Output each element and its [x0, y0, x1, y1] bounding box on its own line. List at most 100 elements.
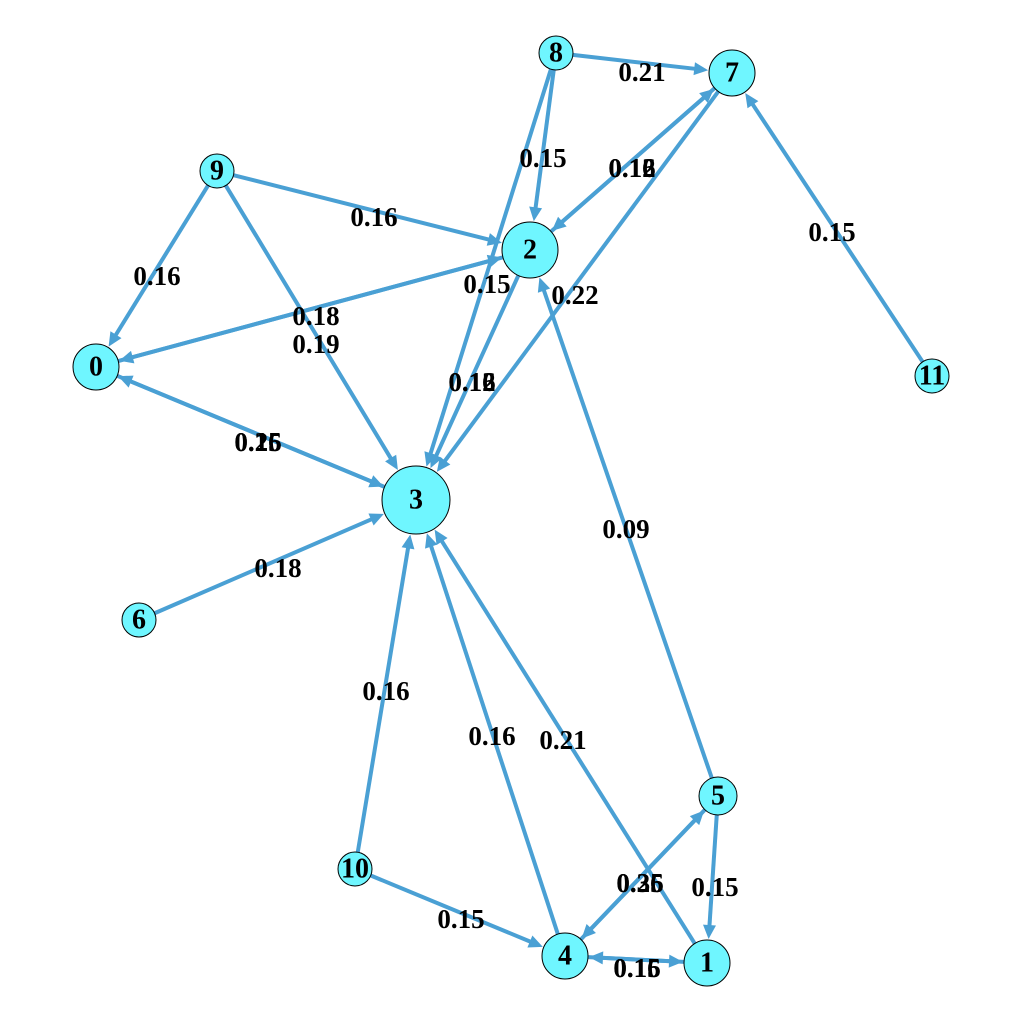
- node-circle-1: [683, 939, 731, 987]
- edge-weight-label-10-3: 0.16: [362, 676, 409, 706]
- arrowhead-4-5: [689, 810, 705, 826]
- arrowhead-9-0: [108, 331, 122, 347]
- node-label-10: 10: [341, 854, 369, 885]
- edge-weight-label-3-0: 0.16: [234, 427, 281, 457]
- node-5: 5: [698, 776, 738, 816]
- edge-weight-label-5-4: 0.35: [616, 868, 663, 898]
- edge-4-5: [579, 817, 698, 941]
- arrowhead-11-7: [745, 93, 759, 109]
- node-circle-9: [199, 153, 235, 189]
- edge-weight-label-8-7: 0.21: [618, 57, 665, 87]
- node-8: 8: [538, 35, 574, 71]
- node-label-6: 6: [132, 605, 146, 636]
- arrowhead-1-4: [588, 951, 604, 965]
- nodes-layer: 0 1 2 3 4 5 6 7 8 9 10 11: [72, 35, 950, 987]
- edge-weight-label-8-3: 0.12: [448, 367, 495, 397]
- node-3: 3: [381, 465, 451, 535]
- edge-weight-label-2-3: 0.16: [448, 367, 495, 397]
- edge-9-2: [232, 173, 491, 242]
- arrowhead-8-7: [693, 62, 709, 76]
- node-7: 7: [708, 49, 756, 97]
- node-circle-0: [72, 343, 120, 391]
- edge-2-3: [433, 274, 521, 459]
- node-label-4: 4: [558, 941, 572, 972]
- node-0: 0: [72, 343, 120, 391]
- edge-weight-label-2-0: 0.18: [292, 301, 339, 331]
- edge-2-7: [549, 95, 707, 234]
- edge-10-3: [355, 546, 411, 853]
- edge-4-3: [428, 544, 560, 935]
- edges-layer: [108, 52, 925, 968]
- node-11: 11: [914, 358, 950, 394]
- edge-weight-label-9-3: 0.19: [292, 329, 339, 359]
- node-label-2: 2: [523, 235, 537, 266]
- edge-5-1: [707, 814, 719, 928]
- node-circle-7: [708, 49, 756, 97]
- arrowhead-4-3: [425, 533, 438, 549]
- node-circle-2: [501, 221, 559, 279]
- edge-1-3: [439, 538, 697, 945]
- arrowhead-3-0: [118, 375, 134, 388]
- edge-1-4: [600, 955, 685, 964]
- node-circle-4: [541, 932, 589, 980]
- edge-weight-label-2-7: 0.12: [608, 153, 655, 183]
- arrowhead-10-3: [401, 534, 415, 550]
- edge-3-0: [128, 378, 386, 489]
- node-label-0: 0: [89, 352, 103, 383]
- edge-weight-label-7-2: 0.16: [608, 153, 655, 183]
- arrowhead-0-2: [486, 254, 502, 268]
- node-1: 1: [683, 939, 731, 987]
- edge-6-3: [153, 516, 374, 616]
- edge-weight-label-1-4: 0.16: [613, 953, 660, 983]
- node-label-9: 9: [210, 156, 224, 187]
- node-circle-6: [121, 602, 157, 638]
- arrowhead-7-3: [436, 456, 451, 472]
- edge-labels-layer: 0.210.150.120.160.120.220.150.160.160.19…: [133, 57, 855, 983]
- arrowhead-8-2: [529, 206, 543, 222]
- arrowhead-5-1: [703, 924, 716, 940]
- node-label-3: 3: [409, 485, 423, 516]
- edge-8-7: [572, 52, 697, 71]
- edge-9-3: [224, 184, 394, 461]
- edge-7-3: [442, 90, 720, 464]
- node-circle-11: [914, 358, 950, 394]
- arrowhead-6-3: [368, 513, 384, 526]
- node-6: 6: [121, 602, 157, 638]
- edge-8-2: [533, 69, 556, 210]
- edge-9-0: [113, 184, 210, 338]
- node-circle-5: [698, 776, 738, 816]
- node-2: 2: [501, 221, 559, 279]
- arrowhead-2-3: [430, 452, 443, 469]
- edge-weight-label-0-2: 0.15: [463, 269, 510, 299]
- edge-11-7: [750, 101, 925, 363]
- edge-weight-label-5-1: 0.15: [691, 872, 738, 902]
- edge-5-2: [541, 288, 714, 779]
- node-label-1: 1: [700, 948, 714, 979]
- node-4: 4: [541, 932, 589, 980]
- edge-weight-label-6-3: 0.18: [254, 553, 301, 583]
- arrowhead-1-3: [434, 529, 448, 545]
- node-10: 10: [337, 851, 373, 887]
- edge-0-2: [117, 258, 491, 363]
- edge-weight-label-9-0: 0.16: [133, 261, 180, 291]
- edge-weight-label-7-3: 0.22: [551, 280, 598, 310]
- edge-weight-label-11-7: 0.15: [808, 217, 855, 247]
- arrowhead-10-4: [527, 935, 543, 948]
- edge-10-4: [369, 873, 533, 945]
- edge-weight-label-9-2: 0.16: [350, 202, 397, 232]
- arrowhead-9-2: [486, 233, 502, 246]
- node-label-11: 11: [919, 361, 945, 392]
- edge-weight-label-1-3: 0.21: [539, 725, 586, 755]
- node-label-7: 7: [725, 58, 739, 89]
- edge-weight-label-5-2: 0.09: [602, 514, 649, 544]
- edge-weight-label-10-4: 0.15: [437, 904, 484, 934]
- node-label-8: 8: [549, 38, 563, 69]
- arrowhead-5-2: [537, 277, 551, 293]
- edge-weight-label-4-5: 0.26: [616, 868, 663, 898]
- edge-weight-label-8-2: 0.15: [519, 143, 566, 173]
- arrowhead-9-3: [385, 454, 398, 471]
- node-circle-10: [337, 851, 373, 887]
- arrowhead-2-7: [699, 88, 714, 103]
- edge-weight-label-0-3: 0.25: [234, 427, 281, 457]
